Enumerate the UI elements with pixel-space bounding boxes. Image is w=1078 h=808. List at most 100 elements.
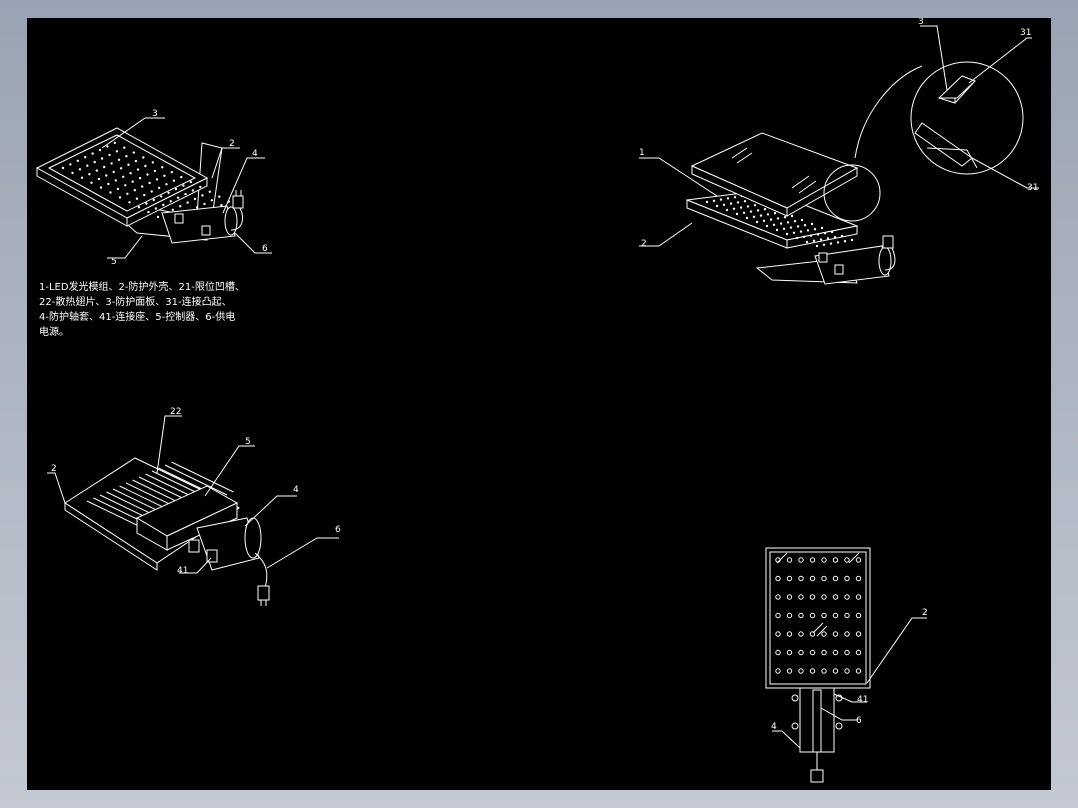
led-dot [855,668,862,674]
view2-tube [814,245,890,285]
led-dot [128,201,131,204]
view-3-back: 22 5 2 4 41 6 [47,407,341,606]
cad-drawing: 3 2 4 5 6 1-LED发光模组、2-防护外壳、21-限位凹槽、 22-散… [35,18,1039,783]
led-dot [137,206,141,209]
led-dot [769,218,773,221]
led-dot [179,205,182,208]
led-dot [821,668,827,674]
view3-plug [257,585,270,601]
led-dot [119,167,123,170]
led-dot [186,201,189,204]
led-dot [142,156,145,159]
led-dot [844,612,850,619]
led-dot [798,557,804,563]
led-dot [775,649,781,656]
view2-plug [882,235,894,249]
view1-leader-5 [107,235,143,259]
view3-label-2: 2 [51,464,57,474]
led-dot [88,173,91,176]
led-dot [832,557,839,563]
led-dot [154,207,158,210]
led-dot [823,232,827,235]
led-dot [116,187,120,191]
led-dot [786,594,793,600]
led-dot [162,203,165,207]
view2-leader-1 [639,157,718,197]
led-dot [742,211,746,214]
view4-hatch [816,625,828,637]
led-dot [93,160,96,164]
view1-leader-3 [101,117,165,149]
led-dot [844,649,850,656]
view3-label-22: 22 [170,407,181,417]
led-dot [143,193,146,197]
view4-panel-inner [769,551,867,685]
led-dot [71,171,74,175]
led-dot [821,631,827,637]
led-dot [134,159,138,163]
led-dot [61,166,65,170]
led-dot [810,222,814,226]
led-dot [95,169,99,172]
led-dot [138,176,142,180]
led-dot [715,204,719,208]
caption-line: 电源。 [39,325,69,338]
led-dot [199,185,202,189]
led-dot [812,239,816,242]
led-dot [746,205,750,208]
led-dot [726,197,730,200]
led-dot [735,212,739,216]
led-dot [775,228,779,232]
led-dot [156,215,160,219]
led-dot [798,612,804,619]
led-dot [108,153,111,157]
detail-edge [926,147,968,151]
led-dot [220,204,223,207]
led-dot [802,235,806,238]
led-dot [749,210,753,213]
led-dot [855,631,862,637]
led-dot [821,649,827,656]
view-4-top: 2 41 6 4 [765,547,928,783]
view4-leader-4 [772,730,801,749]
led-dot [830,230,834,234]
view1-leader-2 [211,147,240,179]
led-dot [809,649,816,656]
led-dot [84,156,87,159]
led-dot [772,223,776,226]
led-dot [208,190,211,193]
view2-glass-hatch [798,180,817,194]
led-dot [167,191,170,194]
view2-detail-marker [823,164,881,222]
led-dot [798,668,804,674]
view2-tube-end [878,246,892,276]
led-dot [759,214,763,217]
led-dot [712,199,716,202]
led-dot [798,594,804,600]
led-dot [136,168,140,171]
led-dot [171,208,174,211]
led-dot [161,166,164,169]
detail-leader-31b [971,157,1039,189]
led-dot [855,557,862,563]
led-dot [832,631,839,637]
led-dot [210,199,214,202]
led-dot [800,218,804,222]
view4-mount [791,722,799,730]
led-dot [773,212,777,215]
led-dot [122,175,125,178]
detail-protrusion [938,75,976,104]
view3-leader-5 [204,445,255,497]
view1-label-5: 5 [111,257,117,267]
detail-edge [966,149,978,169]
view3-leader-4 [244,495,297,527]
view4-hatch [776,552,788,564]
led-dot [755,220,759,224]
led-dot [809,668,816,674]
led-dot [99,186,103,189]
view3-leader-41 [179,557,212,574]
led-dot [805,240,809,244]
led-dot [832,575,839,582]
led-dot [86,164,89,167]
view3-connector [206,549,218,563]
